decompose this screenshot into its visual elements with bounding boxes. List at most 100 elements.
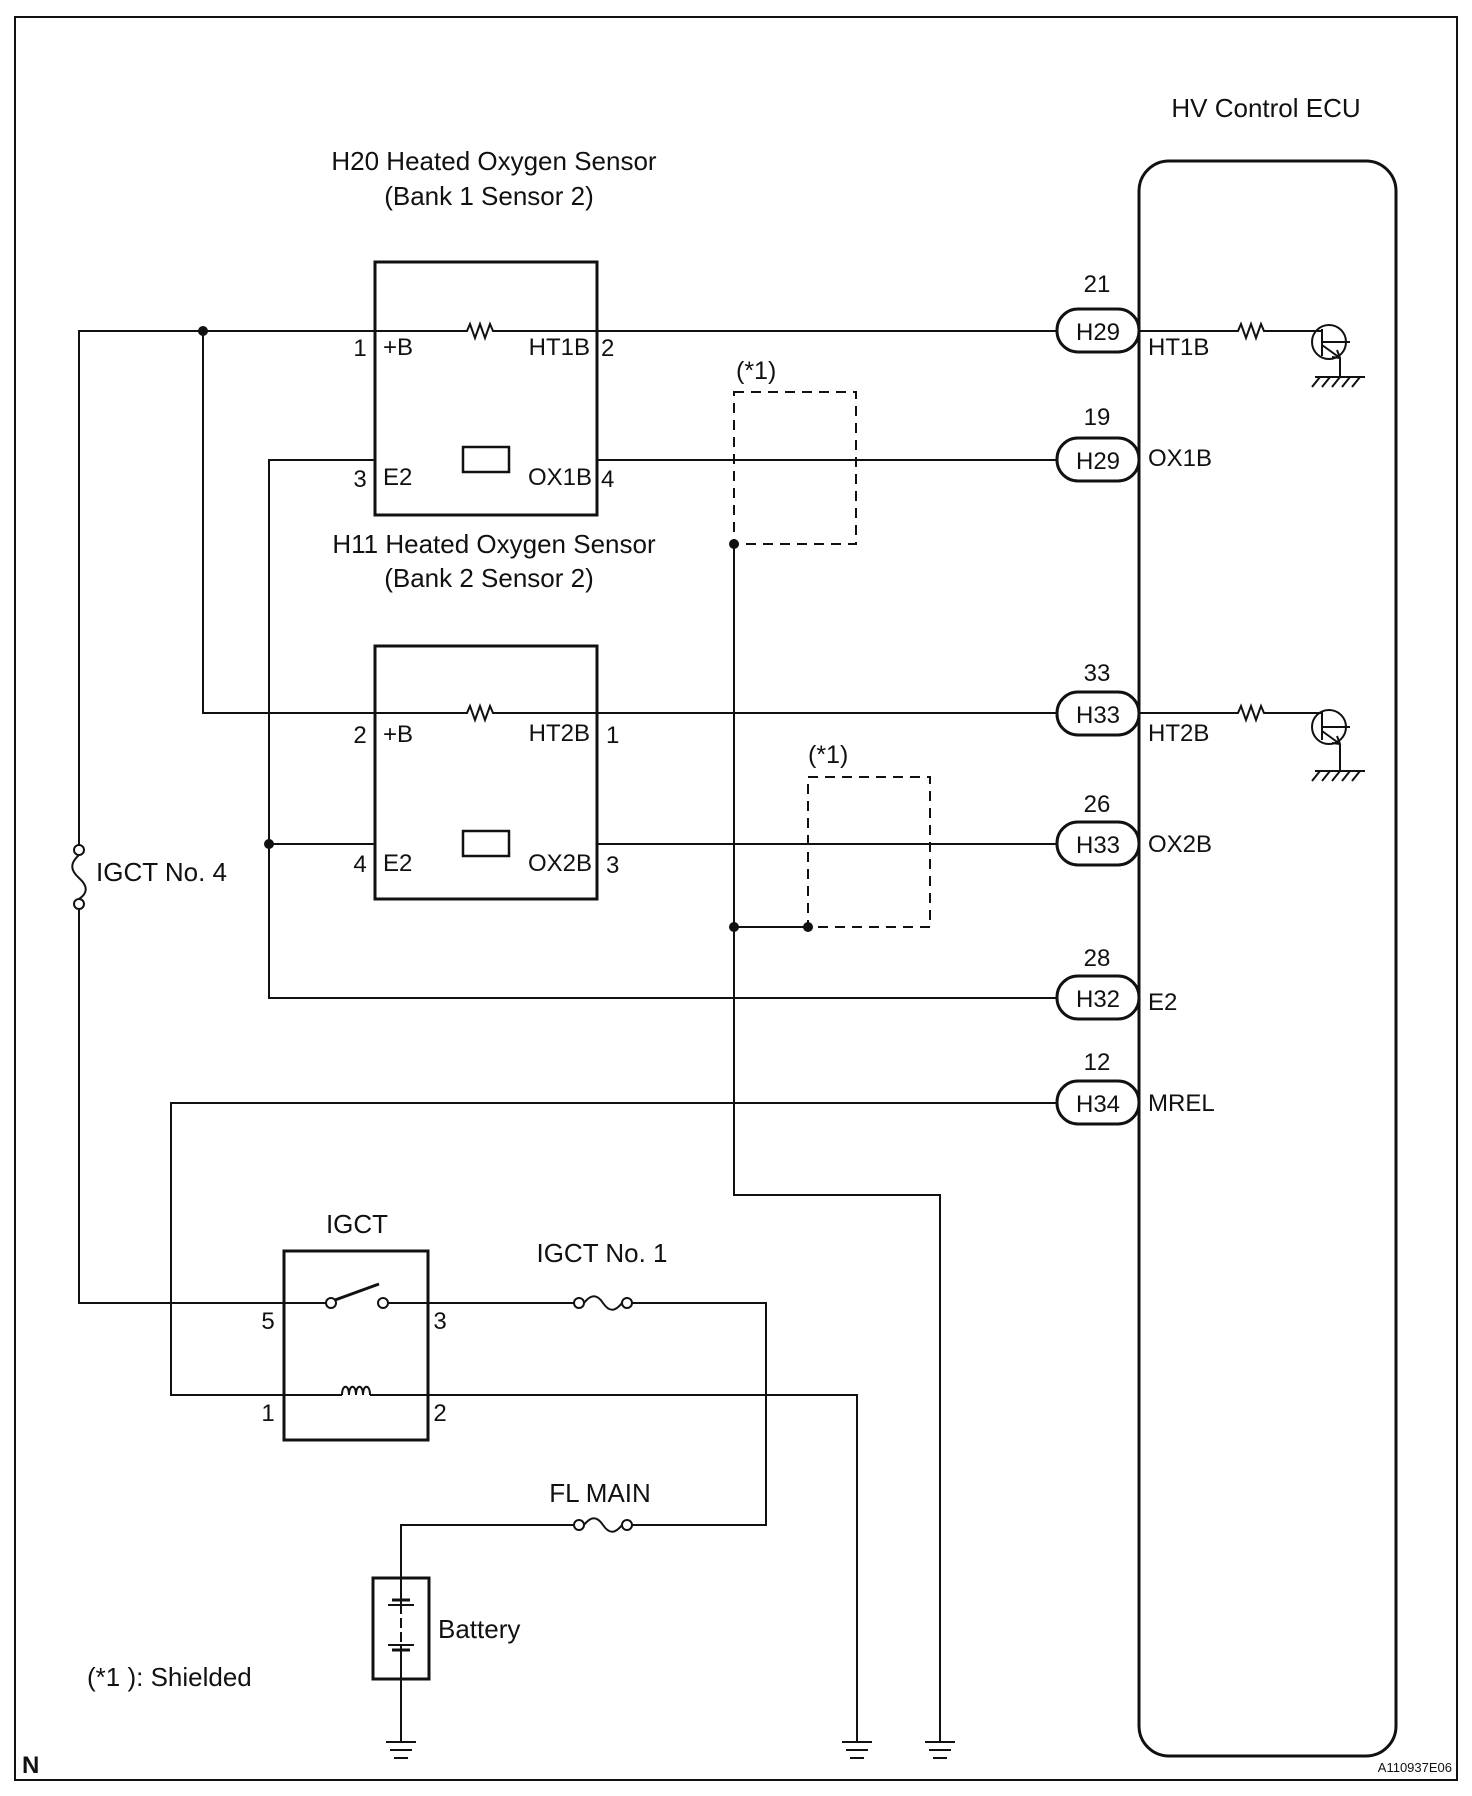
wire-relay-coil-ground	[428, 1394, 858, 1742]
wire-igct-supply	[78, 909, 284, 1304]
connector-body	[1055, 1079, 1141, 1126]
wire-e2-common	[268, 459, 1057, 999]
sensor1-pin-e2: E2	[383, 464, 412, 491]
sensor1-pin-ht: HT1B	[529, 334, 590, 361]
connector-ox1b: 19 H29 OX1B	[1055, 404, 1212, 483]
junction-dot	[803, 922, 813, 932]
corner-mark: N	[22, 1752, 39, 1779]
fuse-igct-no1-icon	[573, 1295, 633, 1311]
shield-ox1b	[733, 391, 857, 545]
connector-signal: OX1B	[1148, 445, 1212, 472]
shield-mark-2: (*1)	[808, 741, 848, 769]
connector-code: H33	[1076, 832, 1120, 859]
fuse-fl-main-label: FL MAIN	[549, 1478, 651, 1508]
shield-ox2b	[807, 776, 931, 928]
ecu-heater-driver-1-icon	[1139, 321, 1365, 388]
connector-pin: 33	[1084, 660, 1111, 687]
connector-e2: 28 H32 E2	[1055, 945, 1177, 1021]
connector-code: H33	[1076, 702, 1120, 729]
connector-code: H29	[1076, 319, 1120, 346]
connector-code: H29	[1076, 448, 1120, 475]
sensor1-subtitle: (Bank 1 Sensor 2)	[384, 181, 594, 211]
ground-icon	[386, 1741, 416, 1759]
legend-shielded: (*1 ): Shielded	[87, 1662, 252, 1692]
ecu-label: HV Control ECU	[1171, 93, 1360, 123]
fuse-fl-main-icon	[573, 1517, 633, 1533]
junction-dot	[729, 539, 739, 549]
connector-code: H32	[1076, 986, 1120, 1013]
sensor1-pin-ht-num: 2	[601, 335, 614, 362]
connector-pin: 12	[1084, 1049, 1111, 1076]
junction-dot	[198, 326, 208, 336]
sensor1-pin-b-num: 1	[353, 335, 366, 362]
sensor1-heater-resistor-icon	[375, 321, 597, 341]
sensor1-title: H20 Heated Oxygen Sensor	[331, 146, 657, 176]
connector-pin: 19	[1084, 404, 1111, 431]
figure-id: A110937E06	[1378, 1760, 1452, 1775]
sensor2-pin-ox-num: 3	[606, 852, 619, 879]
sensor2-pin-ox: OX2B	[528, 850, 592, 877]
sensor1-pin-b: +B	[383, 334, 413, 361]
relay-label: IGCT	[326, 1209, 388, 1239]
ecu-box	[1137, 159, 1398, 1758]
sensor2-box	[373, 644, 599, 901]
connector-code: H34	[1076, 1091, 1120, 1118]
fuse-igct-no4-label: IGCT No. 4	[96, 857, 227, 887]
battery-icon	[388, 1578, 414, 1679]
connector-signal: HT1B	[1148, 334, 1209, 361]
sensor2-pin-b: +B	[383, 721, 413, 748]
connector-body	[1055, 974, 1141, 1021]
connector-signal: E2	[1148, 989, 1177, 1016]
sensor2-pin-ht: HT2B	[529, 720, 590, 747]
ecu-heater-driver-2-icon	[1139, 703, 1365, 782]
connector-pin: 21	[1084, 271, 1111, 298]
relay-pin-1: 1	[261, 1400, 274, 1427]
junction-dot	[729, 922, 739, 932]
relay-box	[282, 1249, 430, 1442]
sensor1-box	[373, 260, 599, 517]
connector-body	[1055, 436, 1141, 483]
wire-ht2b-supply	[202, 331, 375, 714]
sensor1-pin-ox-num: 4	[601, 466, 614, 493]
sensor1-sensing-element-icon	[461, 445, 511, 474]
fuse-igct-no1-label: IGCT No. 1	[536, 1238, 667, 1268]
sensor2-pin-b-num: 2	[353, 722, 366, 749]
connector-ht1b: 21 H29 HT1B	[1055, 271, 1209, 361]
sensor2-pin-e2-num: 4	[353, 851, 366, 878]
sensor2-subtitle: (Bank 2 Sensor 2)	[384, 563, 594, 593]
connector-signal: MREL	[1148, 1090, 1215, 1117]
sensor2-title: H11 Heated Oxygen Sensor	[332, 529, 656, 559]
wire-shield-drain	[733, 544, 941, 1742]
junction-dot	[264, 839, 274, 849]
diagram-frame	[14, 16, 1458, 1781]
ground-icon	[842, 1741, 872, 1759]
connector-ox2b: 26 H33 OX2B	[1055, 791, 1212, 867]
connector-signal: HT2B	[1148, 720, 1209, 747]
sensor2-sensing-element-icon	[461, 829, 511, 858]
relay-pin-2: 2	[433, 1400, 446, 1427]
sensor2-heater-resistor-icon	[375, 703, 597, 723]
connector-mrel: 12 H34 MREL	[1055, 1049, 1215, 1126]
wire-mrel	[170, 1102, 1057, 1396]
wire-fl-main-battery	[400, 1524, 574, 1578]
relay-switch-icon	[284, 1282, 428, 1309]
sensor1-pin-e2-num: 3	[353, 466, 366, 493]
sensor1-pin-ox: OX1B	[528, 464, 592, 491]
battery-label: Battery	[438, 1614, 520, 1644]
shield-mark-1: (*1)	[736, 357, 776, 385]
connector-pin: 26	[1084, 791, 1111, 818]
connector-body	[1055, 820, 1141, 867]
connector-ht2b: 33 H33 HT2B	[1055, 660, 1209, 747]
relay-coil-icon	[284, 1385, 428, 1396]
wire-igct-no1	[428, 1302, 767, 1526]
sensor2-pin-e2: E2	[383, 850, 412, 877]
ground-icon	[925, 1741, 955, 1759]
fuse-igct-no4-icon	[71, 844, 87, 910]
relay-pin-5: 5	[261, 1308, 274, 1335]
wire-b-supply-top	[78, 330, 375, 845]
sensor2-pin-ht-num: 1	[606, 722, 619, 749]
connector-pin: 28	[1084, 945, 1111, 972]
connector-signal: OX2B	[1148, 831, 1212, 858]
relay-pin-3: 3	[433, 1308, 446, 1335]
